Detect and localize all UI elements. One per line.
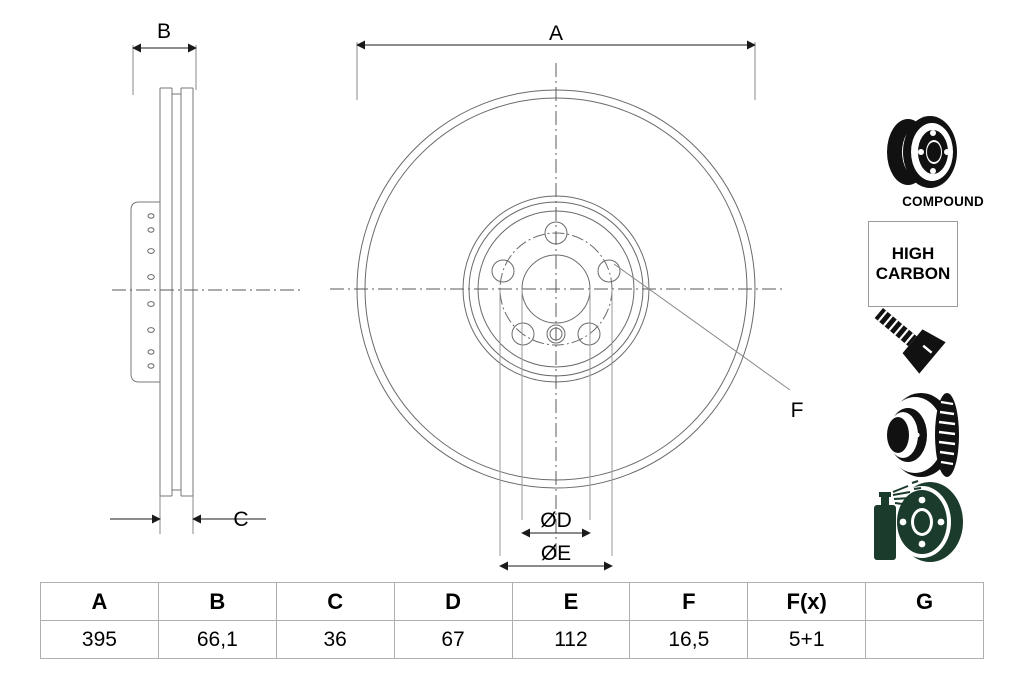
table-value-B: 66,1: [157, 620, 277, 659]
table-header-G: G: [865, 582, 984, 621]
dimension-label-OE: ØE: [541, 542, 571, 565]
table-header-B: B: [157, 582, 277, 621]
table-header-E: E: [511, 582, 631, 621]
countersunk-screw-icon: [874, 308, 946, 374]
side-view-group: [110, 43, 300, 534]
table-header-F: F: [629, 582, 749, 621]
high-carbon-line2: CARBON: [875, 264, 951, 283]
table-header-C: C: [275, 582, 395, 621]
compound-disc-icon: [887, 116, 957, 188]
table-header-Fx: F(x): [747, 582, 867, 621]
dimension-label-C: C: [233, 508, 248, 531]
vented-brake-disc-icon: [886, 393, 959, 477]
dimension-label-OD: ØD: [540, 509, 572, 532]
compound-badge: COMPOUND: [868, 110, 1018, 209]
table-value-E: 112: [511, 620, 631, 659]
dimension-label-F: F: [791, 399, 804, 422]
spray-can-disc-cleaning-icon: [874, 480, 963, 562]
table-value-row: 395 66,1 36 67 112 16,5 5+1: [40, 620, 984, 659]
table-header-D: D: [393, 582, 513, 621]
high-carbon-line1: HIGH: [891, 243, 935, 263]
table-value-C: 36: [275, 620, 395, 659]
hub-flange: [130, 201, 161, 383]
leader-line-F: [613, 263, 791, 391]
dimension-label-A: A: [549, 22, 563, 45]
table-value-Fx: 5+1: [747, 620, 867, 659]
high-carbon-badge: HIGH CARBON: [868, 221, 958, 307]
table-value-G: [865, 620, 984, 659]
bolt-holes: [491, 221, 621, 346]
specification-table: A B C D E F F(x) G 395 66,1 36 67 112 16…: [40, 582, 984, 659]
dimension-label-B: B: [157, 20, 171, 43]
flange-bolt-holes: [147, 213, 155, 369]
face-view-group: [330, 40, 791, 571]
table-value-D: 67: [393, 620, 513, 659]
product-feature-icon-column: COMPOUND HIGH CARBON: [868, 110, 1018, 307]
table-value-A: 395: [40, 620, 159, 659]
compound-label: COMPOUND: [902, 194, 984, 209]
table-header-A: A: [40, 582, 159, 621]
table-value-F: 16,5: [629, 620, 749, 659]
table-header-row: A B C D E F F(x) G: [40, 582, 984, 621]
